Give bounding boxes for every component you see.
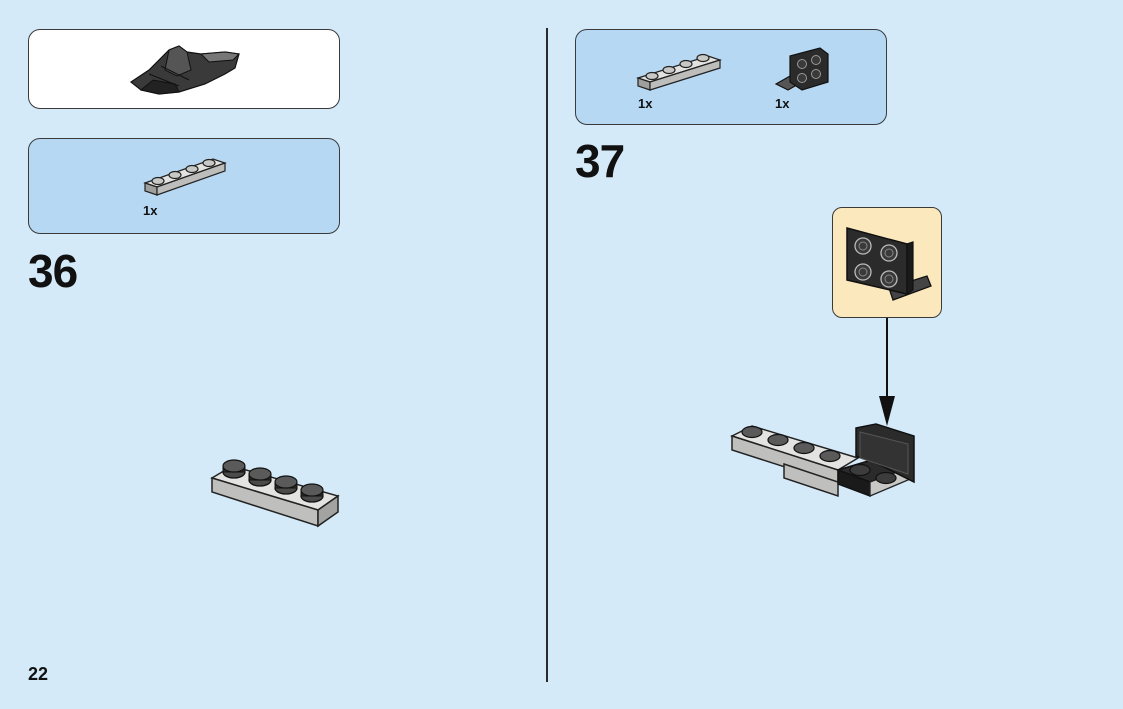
parts-list-left: 1x bbox=[28, 138, 340, 234]
gray-plate-1x4-model bbox=[210, 459, 340, 528]
step-37-model bbox=[730, 423, 915, 498]
gray-plate-1x4-icon bbox=[143, 158, 227, 196]
step-number: 36 bbox=[28, 245, 78, 297]
down-arrow bbox=[879, 318, 895, 426]
part-quantity: 1x bbox=[638, 96, 653, 111]
subassembly-callout bbox=[832, 207, 942, 318]
parts-list-right: 1x 1x bbox=[575, 29, 887, 125]
column-divider bbox=[546, 28, 548, 682]
black-bracket-icon bbox=[774, 47, 829, 91]
page-number: 22 bbox=[28, 664, 49, 684]
gray-plate-1x4-icon bbox=[636, 53, 722, 91]
part-quantity: 1x bbox=[775, 96, 790, 111]
step-number: 37 bbox=[575, 135, 625, 187]
submodel-callout bbox=[28, 29, 340, 109]
black-bracket-2x2-icon bbox=[846, 227, 932, 301]
part-quantity: 1x bbox=[143, 203, 158, 218]
dark-claw-submodel-icon bbox=[129, 45, 241, 95]
